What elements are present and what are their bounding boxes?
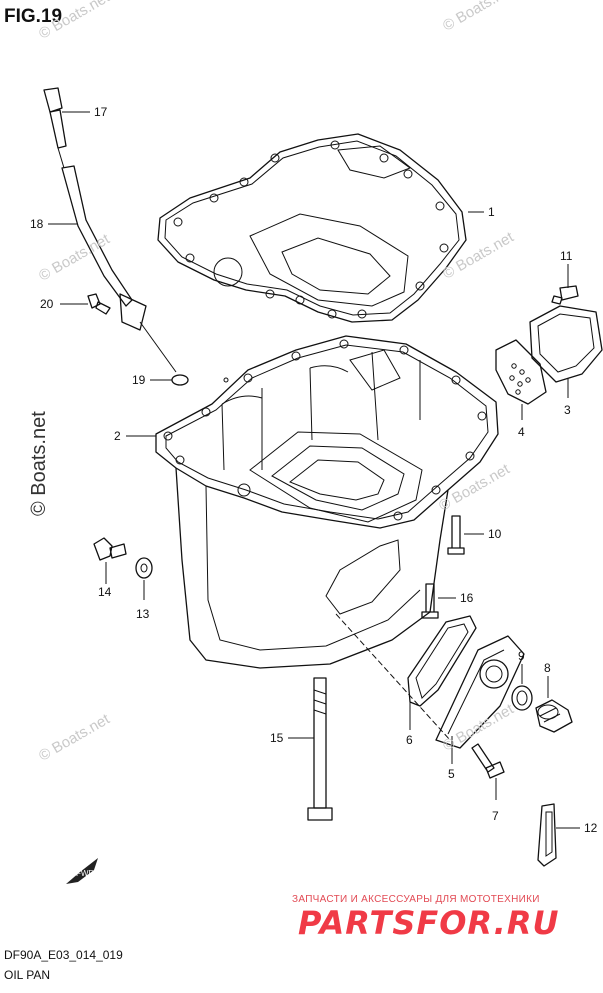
fwd-label: FWD <box>76 869 94 878</box>
o-ring-19 <box>171 374 189 386</box>
dipstick <box>43 87 67 169</box>
callout-1: 1 <box>488 205 495 219</box>
banner-logo: PARTSFOR.RU <box>298 904 560 942</box>
clamp <box>537 803 557 867</box>
cover-gasket <box>407 615 477 707</box>
watermark-large: © Boats.net <box>28 411 50 516</box>
callout-14: 14 <box>98 585 112 599</box>
callout-15: 15 <box>270 731 284 745</box>
callout-19: 19 <box>132 373 146 387</box>
oil-pan <box>155 335 499 669</box>
washer-13 <box>135 557 153 579</box>
bolt-10 <box>447 515 465 555</box>
figure-name: OIL PAN <box>4 968 51 982</box>
bolt-14 <box>93 537 127 561</box>
callout-5: 5 <box>448 767 455 781</box>
banner-caption: ЗАПЧАСТИ И АКСЕССУАРЫ ДЛЯ МОТОТЕХНИКИ <box>292 894 540 905</box>
figure-title: FIG.19 <box>4 6 63 27</box>
callout-3: 3 <box>564 403 571 417</box>
bolt-20 <box>87 293 111 315</box>
callout-17: 17 <box>94 105 108 119</box>
callout-6: 6 <box>406 733 413 747</box>
dipstick-guide <box>61 165 177 373</box>
callout-7: 7 <box>492 809 499 823</box>
callout-8: 8 <box>544 661 551 675</box>
callout-13: 13 <box>136 607 150 621</box>
callout-4: 4 <box>518 425 525 439</box>
callout-2: 2 <box>114 429 121 443</box>
callout-9: 9 <box>518 649 525 663</box>
washer-9 <box>511 685 533 711</box>
fwd-arrow-icon: FWD <box>66 858 98 884</box>
bolt-7 <box>471 743 505 779</box>
bolt-15 <box>307 677 333 821</box>
drain-plug <box>535 699 573 733</box>
callout-10: 10 <box>488 527 502 541</box>
callout-labels: 1 2 3 4 5 6 7 8 9 10 11 12 13 14 15 16 1… <box>30 105 598 835</box>
callout-11: 11 <box>560 249 573 263</box>
leader-lines <box>48 111 580 829</box>
callout-16: 16 <box>460 591 474 605</box>
figure-code: DF90A_E03_014_019 <box>4 948 123 962</box>
oil-pan-cover <box>435 635 525 749</box>
callout-20: 20 <box>40 297 54 311</box>
bolt-16 <box>421 583 439 619</box>
callout-12: 12 <box>584 821 598 835</box>
oil-strainer <box>495 305 603 405</box>
bolt-11 <box>551 285 579 305</box>
gasket <box>157 133 467 323</box>
callout-18: 18 <box>30 217 44 231</box>
